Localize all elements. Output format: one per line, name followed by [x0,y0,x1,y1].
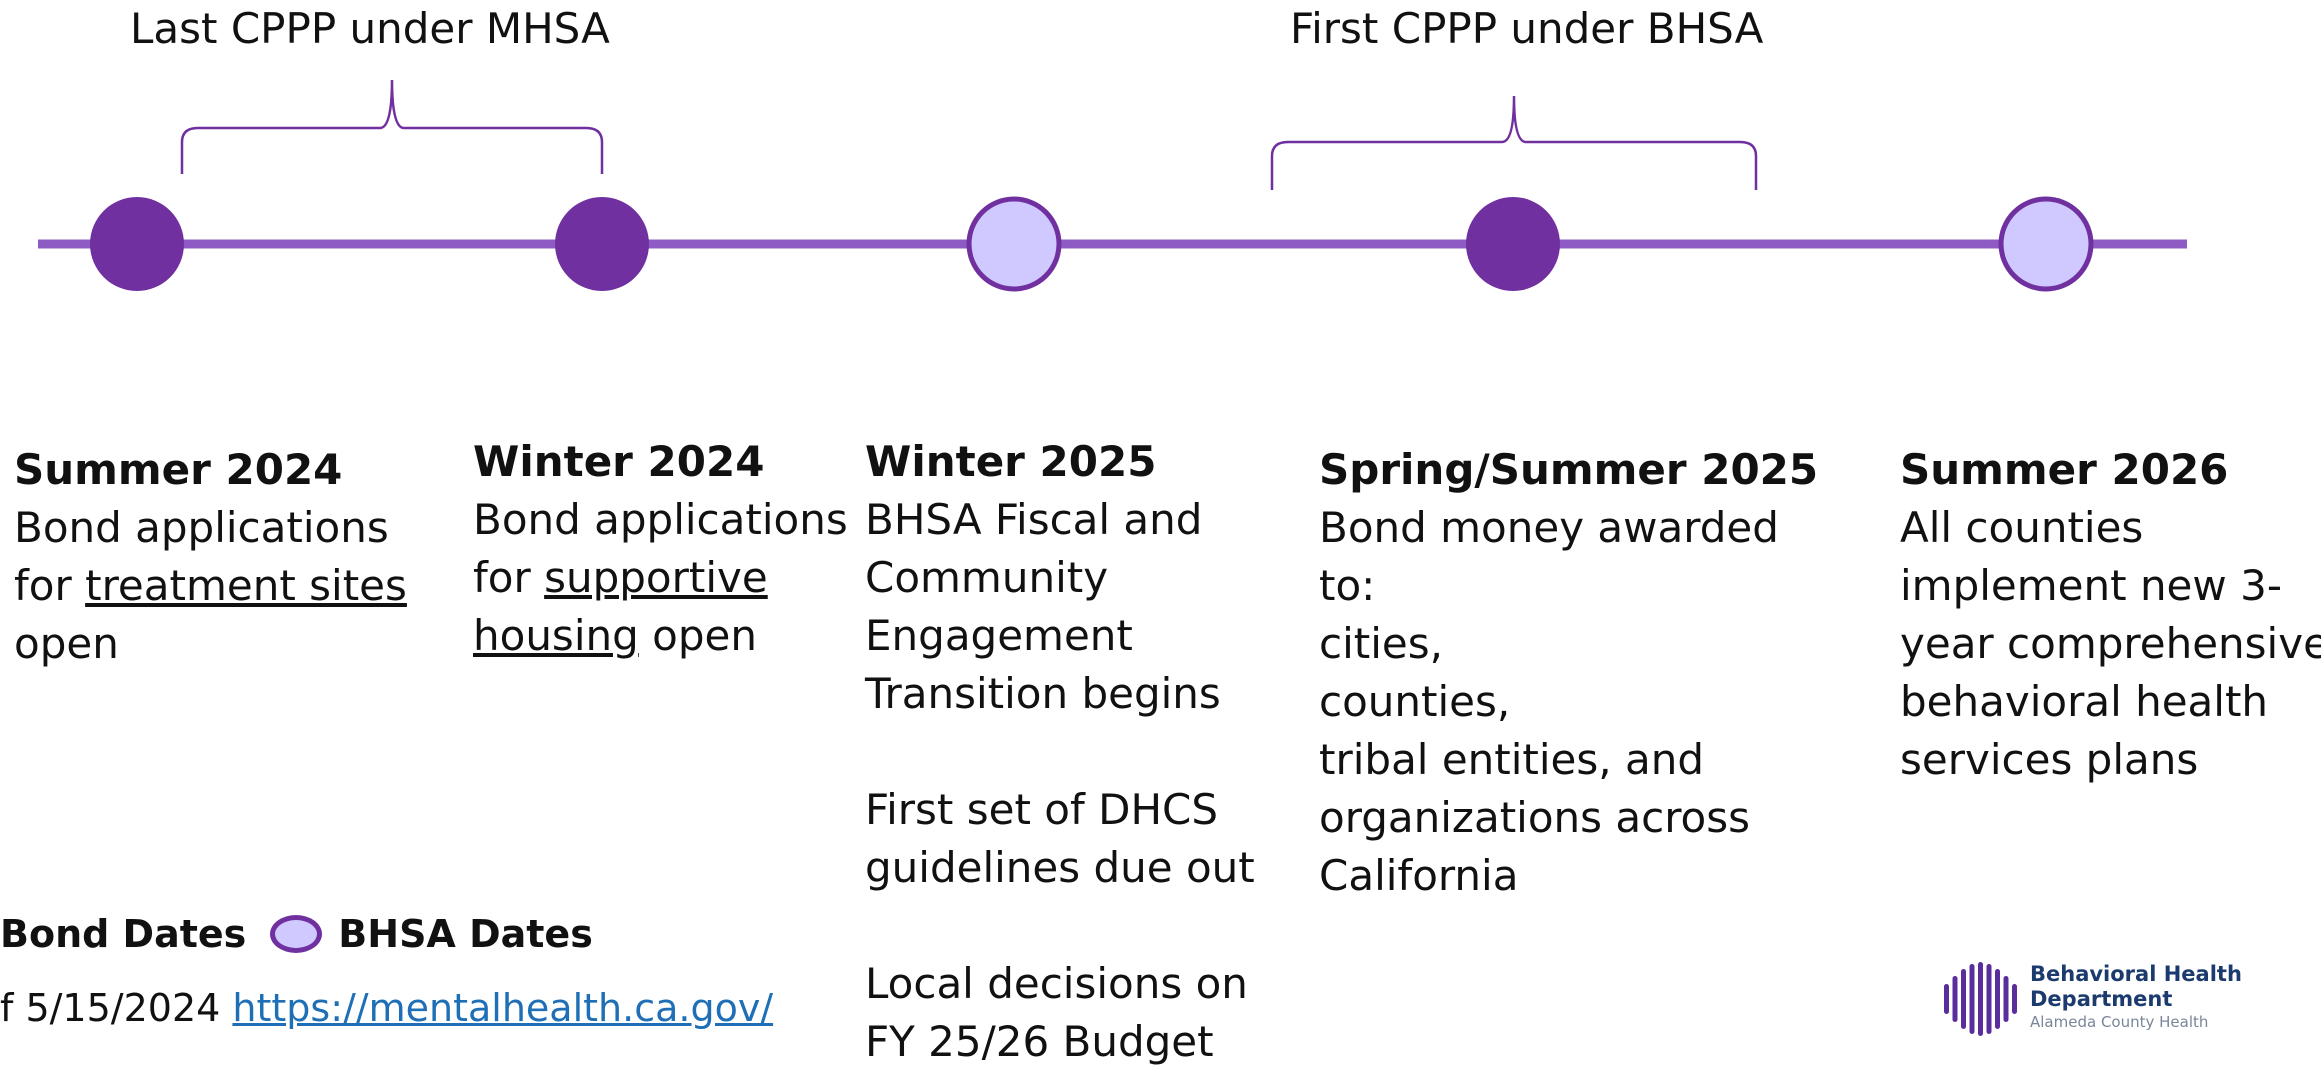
milestone-line: year comprehensive [1900,619,2321,668]
milestone-line: to: [1319,561,1376,610]
milestone-line: services plans [1900,735,2199,784]
milestone-line: implement new 3- [1900,561,2282,610]
milestone-line: for supportive [473,553,768,602]
logo-line-3: Alameda County Health [2030,1013,2209,1031]
milestone-line: cities, [1319,619,1443,668]
source-link[interactable]: https://mentalhealth.ca.gov/ [232,986,774,1030]
milestone-line: California [1319,851,1519,900]
bracket-bhsa [1270,95,1758,190]
milestone-line: All counties [1900,503,2144,552]
logo-bar [1969,964,1975,1034]
source-footer: f 5/15/2024 https://mentalhealth.ca.gov/ [0,986,773,1030]
milestone-line: Bond applications [473,495,848,544]
department-logo: Behavioral Health Department Alameda Cou… [1940,960,2242,1038]
logo-bar [2003,976,2009,1022]
milestone-title: Winter 2025 [865,437,1157,486]
legend: Bond Dates BHSA Dates [0,912,593,956]
milestone-line: open [14,619,119,668]
logo-line-1: Behavioral Health [2030,962,2242,986]
node-bond-date [90,197,184,291]
logo-line-2: Department [2030,987,2173,1011]
milestone-line: Bond money awarded [1319,503,1779,552]
milestone-line: behavioral health [1900,677,2269,726]
milestone-line: organizations across [1319,793,1751,842]
milestone-line: for treatment sites [14,561,407,610]
legend-bond-label: Bond Dates [0,912,247,956]
milestone-title: Summer 2026 [1900,445,2229,494]
milestone-title: Summer 2024 [14,445,343,494]
logo-bar [1995,969,2000,1029]
node-bond-date [1466,197,1560,291]
bracket-mhsa [180,79,604,174]
milestone-title: Winter 2024 [473,437,765,486]
logo-bar [1952,976,1958,1022]
source-date: f 5/15/2024 [0,986,233,1030]
legend-bhsa-label: BHSA Dates [338,912,593,956]
node-bhsa-date [1998,196,2094,292]
logo-bar [1986,964,1992,1034]
node-bond-date [555,197,649,291]
milestone-line: housing open [473,611,757,660]
logo-bar [1978,962,1983,1036]
milestone-line: Bond applications [14,503,389,552]
milestone-line: tribal entities, and [1319,735,1704,784]
logo-icon [1944,962,2017,1036]
legend-bhsa-swatch [270,915,323,953]
node-bhsa-date [966,196,1062,292]
bracket-label-bhsa: First CPPP under BHSA [1290,4,1764,53]
milestone-title: Spring/Summer 2025 [1319,445,1819,494]
logo-bar [1944,984,1949,1014]
bracket-label-mhsa: Last CPPP under MHSA [130,4,610,53]
logo-bar [2012,984,2017,1014]
milestone-line: counties, [1319,677,1511,726]
logo-bar [1961,969,1966,1029]
